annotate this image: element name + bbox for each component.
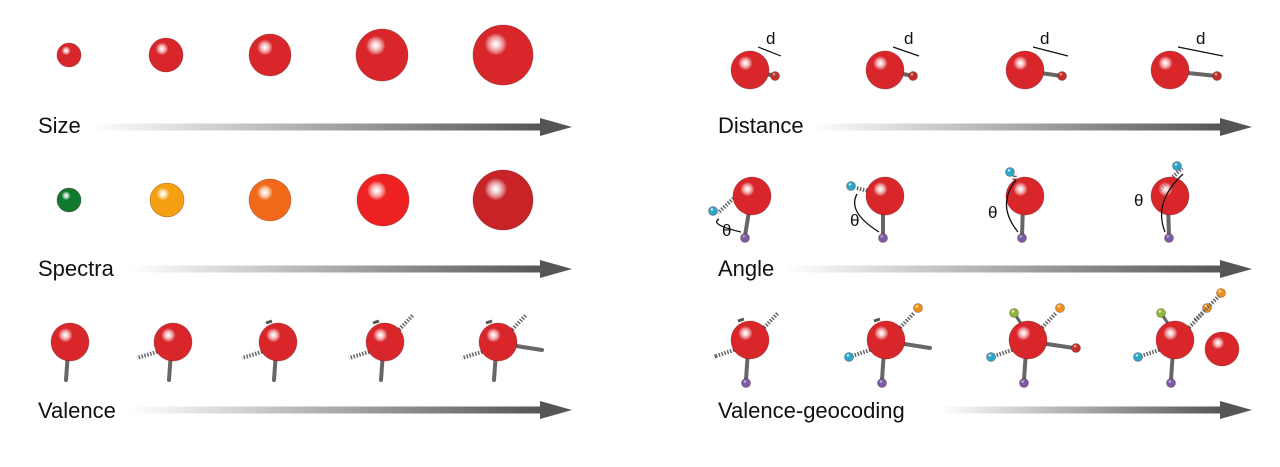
spectra-arrow xyxy=(130,265,542,273)
size-sphere xyxy=(56,42,82,68)
cyan-neighbor xyxy=(708,206,718,216)
short-bond xyxy=(873,317,881,323)
geocoding-atom xyxy=(730,320,770,360)
angle-arc xyxy=(1005,179,1019,233)
angle-atom xyxy=(1150,176,1190,216)
size-sphere xyxy=(472,24,534,86)
angle-label: Angle xyxy=(718,256,774,281)
spectra-arrow-head xyxy=(540,260,572,278)
angle-arc xyxy=(1161,173,1184,233)
valence-sphere xyxy=(50,322,90,362)
angle-arc xyxy=(853,193,880,233)
orange-atom xyxy=(1216,288,1226,298)
distance-symbol: d xyxy=(766,29,775,48)
spectra-sphere xyxy=(248,178,292,222)
purple-atom xyxy=(1166,378,1176,388)
orange-atom xyxy=(1055,303,1065,313)
purple-atom xyxy=(1019,378,1029,388)
spectra-sphere xyxy=(472,169,534,231)
geocoding-atom xyxy=(1008,320,1048,360)
distance-arrow xyxy=(810,123,1222,131)
geocoding-atom xyxy=(866,320,906,360)
distance-indicator xyxy=(757,46,782,57)
hashed-bond xyxy=(713,354,717,359)
angle-symbol: θ xyxy=(722,221,731,240)
cyan-neighbor xyxy=(1172,161,1182,171)
spectra-sphere xyxy=(356,173,410,227)
distance-atom xyxy=(1150,50,1190,90)
distance-symbol: d xyxy=(1040,29,1049,48)
valence-geocoding-label: Valence-geocoding xyxy=(718,398,905,423)
hashed-bond xyxy=(716,190,742,215)
distance-neighbor xyxy=(908,71,918,81)
distance-symbol: d xyxy=(904,29,913,48)
valence-sphere xyxy=(153,322,193,362)
geocoding-atom xyxy=(1155,320,1195,360)
distance-symbol: d xyxy=(1196,29,1205,48)
short-bond xyxy=(372,319,380,325)
valence-geocoding-arrow xyxy=(940,406,1222,414)
purple-neighbor xyxy=(1164,233,1174,243)
distance-indicator xyxy=(1032,46,1069,57)
distance-neighbor xyxy=(1212,71,1222,81)
angle-symbol: θ xyxy=(1134,191,1143,210)
angle-atom xyxy=(1005,176,1045,216)
spectra-label: Spectra xyxy=(38,256,115,281)
orange-atom xyxy=(913,303,923,313)
purple-neighbor xyxy=(1017,233,1027,243)
angle-arc xyxy=(715,218,742,233)
cyan-atom xyxy=(844,352,854,362)
size-sphere xyxy=(355,28,409,82)
large-neighbor-atom xyxy=(1204,331,1240,367)
spectra-sphere xyxy=(149,182,185,218)
hashed-bond xyxy=(1193,294,1221,322)
green-atom xyxy=(1009,308,1019,318)
angle-arrow-head xyxy=(1220,260,1252,278)
distance-indicator xyxy=(1177,46,1224,57)
red-atom xyxy=(1071,343,1081,353)
angle-symbol: θ xyxy=(988,203,997,222)
purple-neighbor xyxy=(740,233,750,243)
distance-label: Distance xyxy=(718,113,804,138)
distance-atom xyxy=(865,50,905,90)
size-arrow xyxy=(90,123,542,131)
size-sphere xyxy=(248,33,292,77)
purple-neighbor xyxy=(878,233,888,243)
green-atom xyxy=(1156,308,1166,318)
valence-arrow-head xyxy=(540,401,572,419)
purple-atom xyxy=(741,378,751,388)
orange-atom xyxy=(1202,303,1212,313)
purple-atom xyxy=(877,378,887,388)
spectra-sphere xyxy=(56,187,82,213)
valence-sphere xyxy=(478,322,518,362)
distance-arrow-head xyxy=(1220,118,1252,136)
valence-label: Valence xyxy=(38,398,116,423)
short-bond xyxy=(737,317,745,323)
angle-symbol: θ xyxy=(850,211,859,230)
valence-geocoding-arrow-head xyxy=(1220,401,1252,419)
size-sphere xyxy=(148,37,184,73)
valence-sphere xyxy=(365,322,405,362)
angle-arrow xyxy=(785,265,1222,273)
angle-atom xyxy=(732,176,772,216)
short-bond xyxy=(485,319,493,325)
distance-indicator xyxy=(892,46,920,57)
hashed-bond xyxy=(1156,166,1184,194)
distance-atom xyxy=(730,50,770,90)
short-bond xyxy=(265,319,273,325)
angle-atom xyxy=(865,176,905,216)
cyan-atom xyxy=(986,352,996,362)
distance-atom xyxy=(1005,50,1045,90)
size-label: Size xyxy=(38,113,81,138)
cyan-neighbor xyxy=(1005,167,1015,177)
valence-arrow xyxy=(130,406,542,414)
distance-neighbor xyxy=(1057,71,1067,81)
distance-neighbor xyxy=(770,71,780,81)
cyan-atom xyxy=(1133,352,1143,362)
cyan-neighbor xyxy=(846,181,856,191)
size-arrow-head xyxy=(540,118,572,136)
valence-sphere xyxy=(258,322,298,362)
